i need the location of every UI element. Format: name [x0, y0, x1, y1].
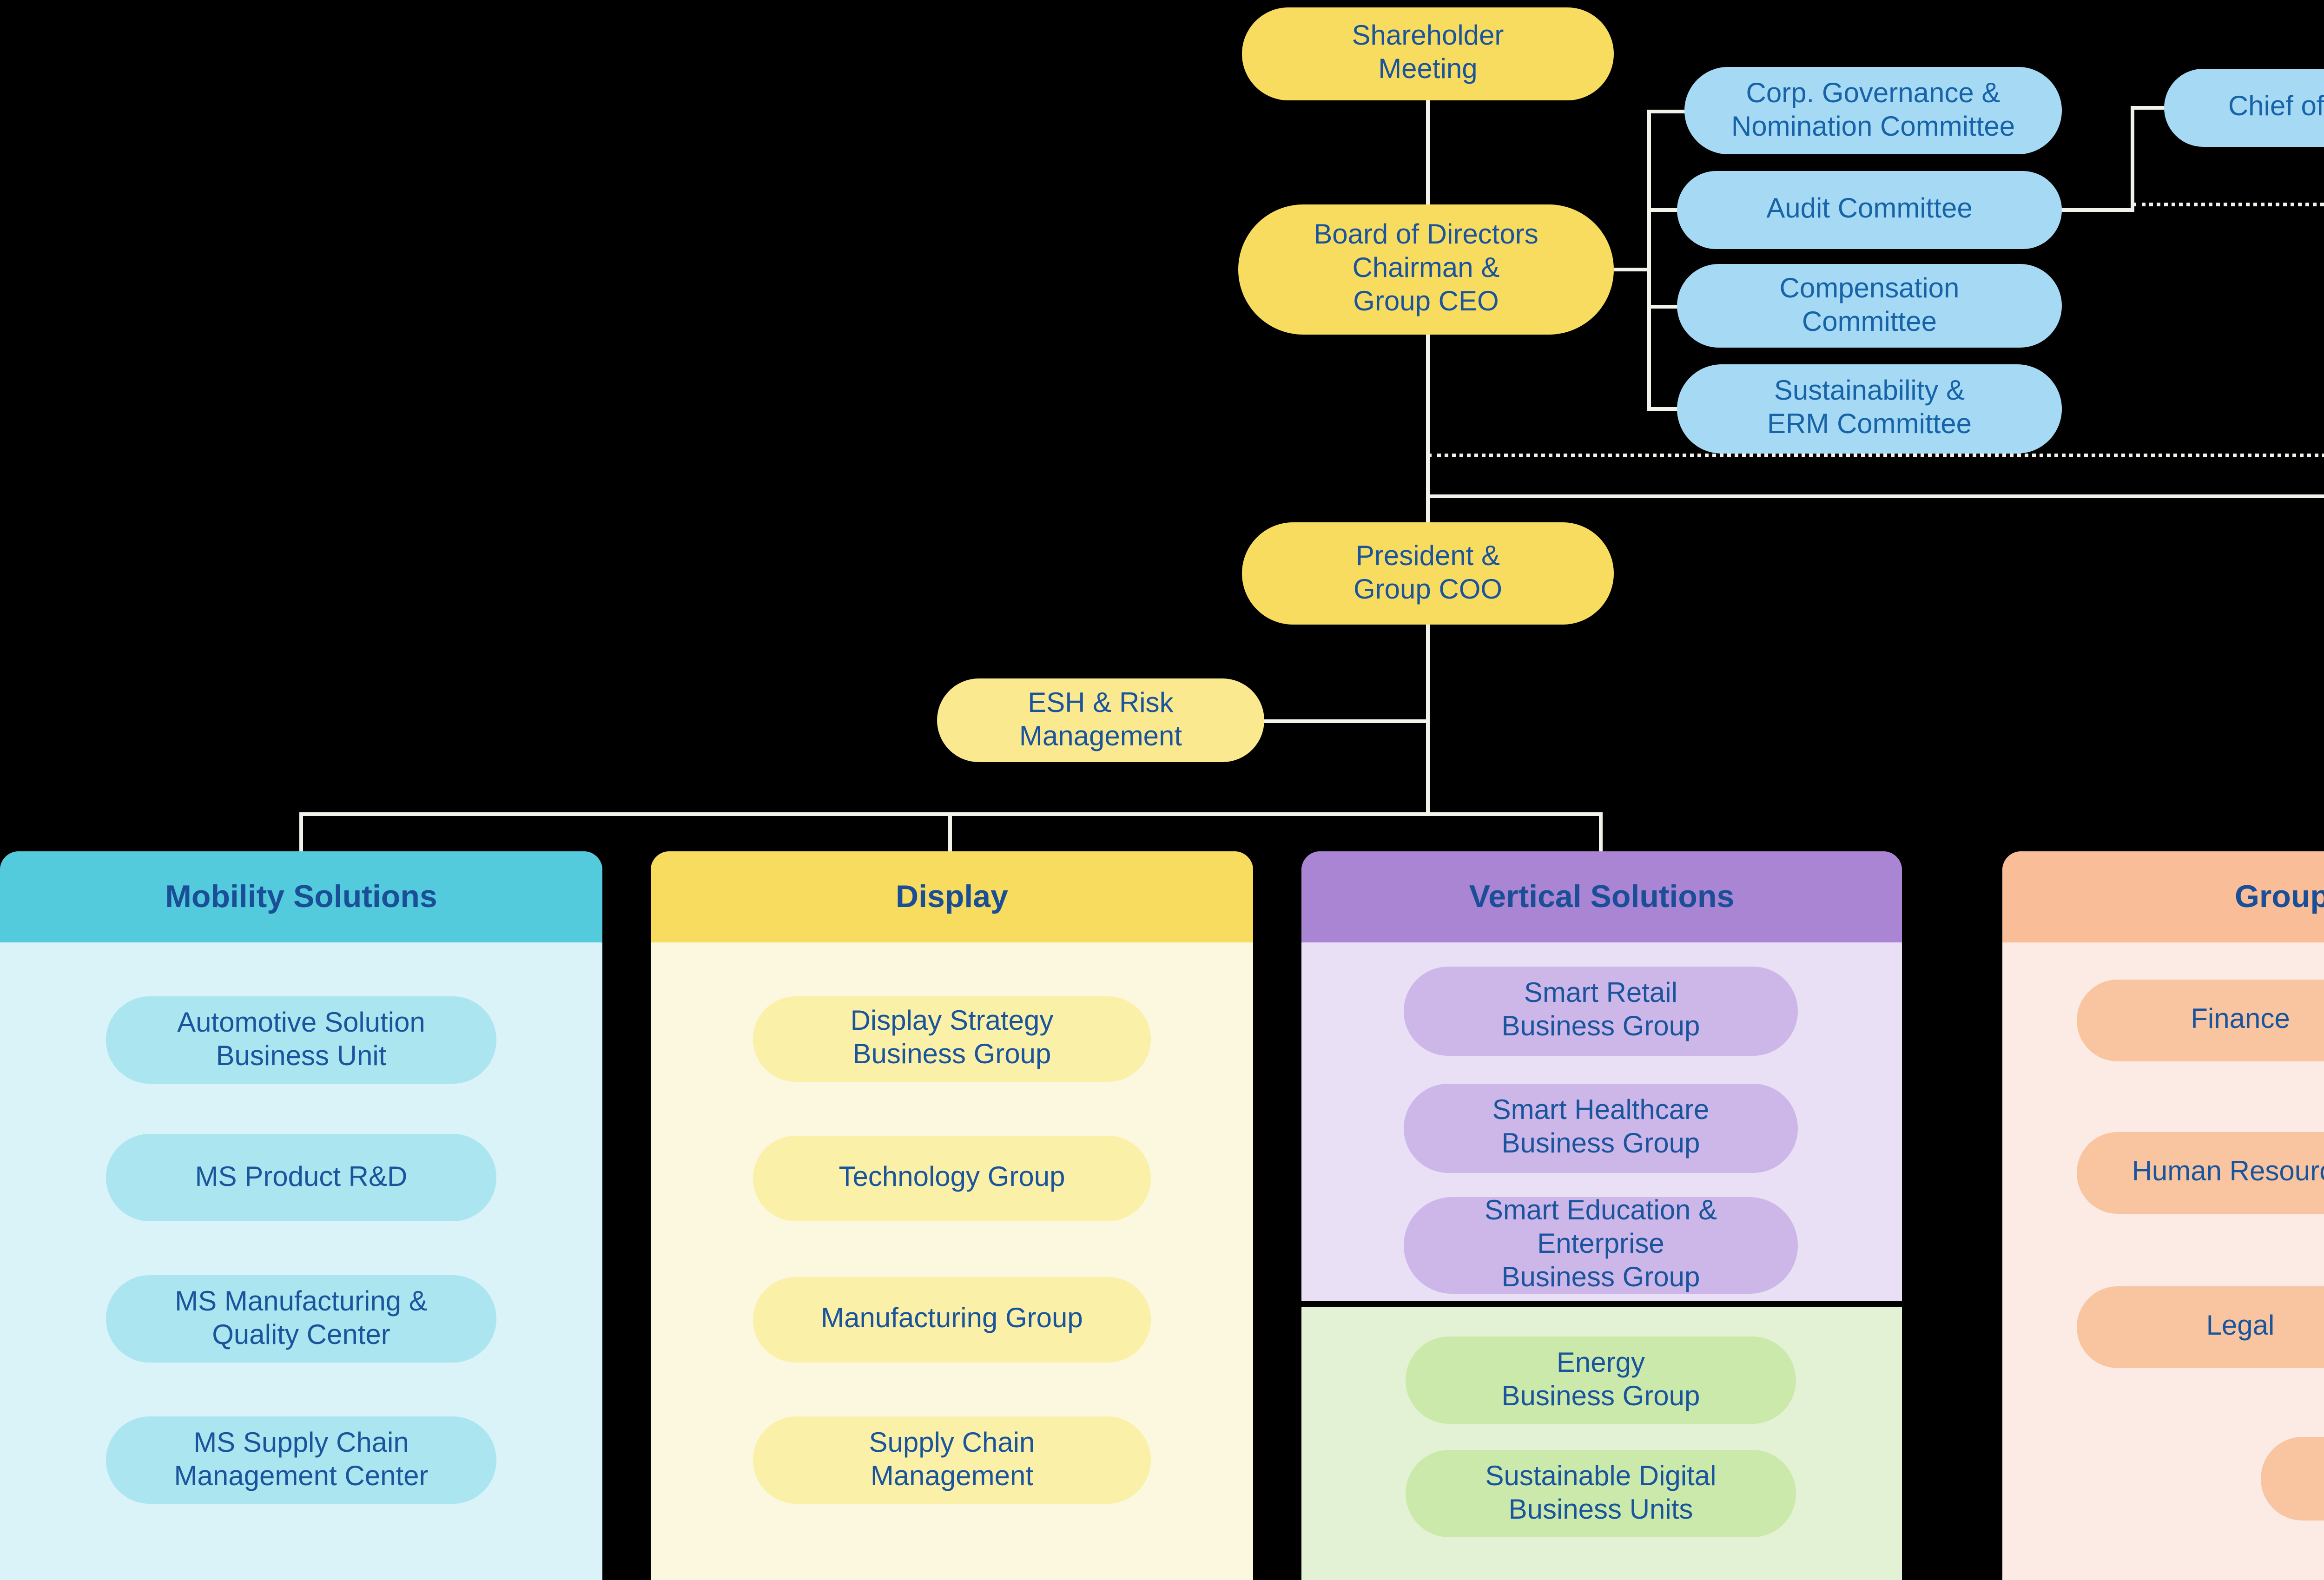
- header-group-infrastructure-unit: Group Infrastructure Unit: [2002, 851, 2324, 942]
- node-president-group-coo: President & Group COO: [1242, 522, 1614, 625]
- panel-energy-sustainable: Energy Business Group Sustainable Digita…: [1301, 1307, 1902, 1580]
- line-drop-display: [948, 812, 952, 851]
- node-automotive-solution-business-unit: Automotive Solution Business Unit: [106, 996, 496, 1084]
- node-manufacturing-group: Manufacturing Group: [753, 1277, 1151, 1363]
- node-chief-of-compliance: Chief of Compliance: [2164, 69, 2324, 147]
- node-smart-retail-business-group: Smart Retail Business Group: [1404, 967, 1798, 1056]
- line-esh-to-president: [1264, 719, 1428, 723]
- node-display-strategy-business-group: Display Strategy Business Group: [753, 996, 1151, 1082]
- panel-group-infrastructure-unit: Group Infrastructure Unit Finance Digita…: [2002, 851, 2324, 1580]
- node-committee-sustainability-erm: Sustainability & ERM Committee: [1677, 364, 2062, 454]
- line-to-chief-of-compliance: [2131, 106, 2168, 110]
- node-ms-manufacturing-quality-center: MS Manufacturing & Quality Center: [106, 1275, 496, 1363]
- panel-vertical-solutions: Vertical Solutions Smart Retail Business…: [1301, 851, 1902, 1301]
- node-human-resource: Human Resource: [2077, 1132, 2324, 1214]
- header-vertical-solutions: Vertical Solutions: [1301, 851, 1902, 942]
- line-president-down: [1425, 625, 1429, 814]
- panel-mobility-solutions: Mobility Solutions Automotive Solution B…: [0, 851, 602, 1580]
- node-ms-supply-chain-management-center: MS Supply Chain Management Center: [106, 1416, 496, 1504]
- node-board-of-directors: Board of Directors Chairman & Group CEO: [1238, 204, 1614, 335]
- line-audit-to-compliance-v: [2131, 106, 2134, 212]
- line-bracket-to-audit: [1647, 208, 1681, 212]
- node-committee-compensation: Compensation Committee: [1677, 264, 2062, 348]
- line-drop-vertical: [1599, 812, 1603, 851]
- line-drop-mobility: [299, 812, 303, 851]
- node-smart-healthcare-business-group: Smart Healthcare Business Group: [1404, 1084, 1798, 1173]
- node-committee-corp-governance: Corp. Governance & Nomination Committee: [1684, 67, 2062, 154]
- header-display: Display: [651, 851, 1253, 942]
- node-auditing: Auditing: [2261, 1437, 2324, 1521]
- node-energy-business-group: Energy Business Group: [1406, 1336, 1796, 1424]
- line-to-group-infrastructure-h: [1425, 494, 2324, 498]
- panel-display: Display Display Strategy Business Group …: [651, 851, 1253, 1580]
- line-shareholder-to-board: [1425, 100, 1429, 204]
- node-supply-chain-management: Supply Chain Management: [753, 1416, 1151, 1504]
- node-sustainable-digital-business-units: Sustainable Digital Business Units: [1406, 1450, 1796, 1537]
- line-bracket-to-compensation: [1647, 305, 1681, 309]
- node-technology-group: Technology Group: [753, 1136, 1151, 1221]
- dotted-audit-to-right-edge: [2133, 203, 2324, 206]
- line-board-to-president: [1425, 335, 1429, 522]
- node-finance: Finance: [2077, 980, 2324, 1061]
- node-shareholder-meeting: Shareholder Meeting: [1242, 7, 1614, 100]
- node-smart-education-enterprise-business-group: Smart Education & Enterprise Business Gr…: [1404, 1196, 1798, 1294]
- dotted-compliance-to-trunk: [1428, 454, 2324, 457]
- node-legal: Legal: [2077, 1286, 2324, 1368]
- line-bracket-to-corp-governance: [1647, 110, 1688, 113]
- node-esh-risk-management: ESH & Risk Management: [937, 678, 1264, 762]
- node-committee-audit: Audit Committee: [1677, 171, 2062, 249]
- line-bracket-to-sustainability-erm: [1647, 407, 1681, 411]
- line-board-to-committee-bracket: [1614, 268, 1649, 271]
- line-audit-to-compliance-h: [2060, 208, 2134, 212]
- line-committee-bracket: [1647, 110, 1651, 411]
- node-ms-product-rd: MS Product R&D: [106, 1134, 496, 1221]
- header-mobility-solutions: Mobility Solutions: [0, 851, 602, 942]
